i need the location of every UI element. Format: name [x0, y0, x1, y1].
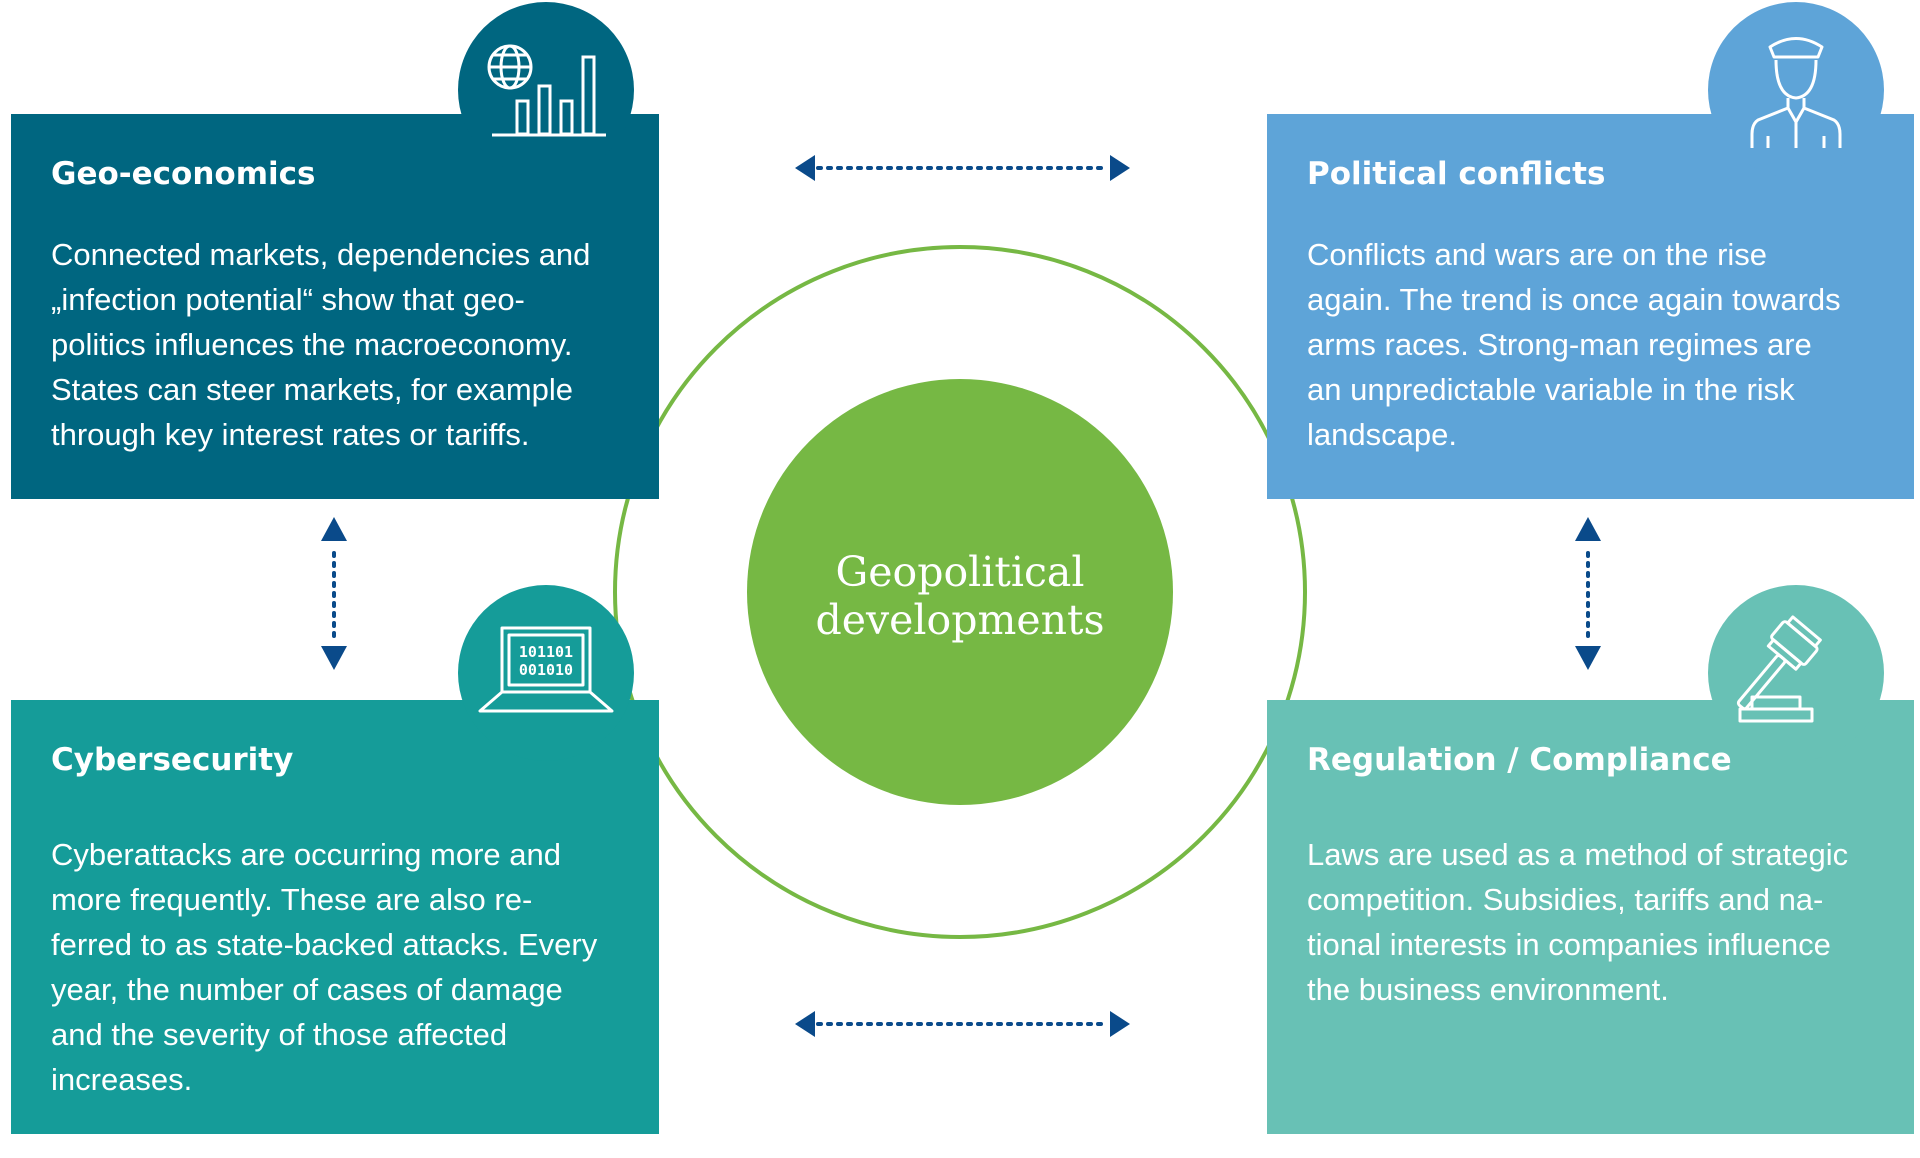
- outer-ring: [613, 245, 1307, 939]
- center-title-line1: Geopolitical: [835, 548, 1085, 596]
- military-officer-icon: [1708, 2, 1884, 178]
- card-line: Connected markets, dependencies and: [51, 237, 591, 272]
- card-line: the business environment.: [1307, 972, 1669, 1007]
- card-line: Laws are used as a method of strategic: [1307, 837, 1849, 872]
- arrow-left-vertical: [321, 517, 347, 670]
- card-line: Conflicts and wars are on the rise: [1307, 237, 1768, 272]
- card-political-conflicts: Political conflicts Conflicts and wars a…: [1267, 114, 1914, 499]
- card-body: Connected markets, dependencies and „inf…: [51, 232, 619, 457]
- card-title: Regulation / Compliance: [1307, 742, 1732, 778]
- arrow-right-vertical: [1575, 517, 1601, 670]
- card-title: Political conflicts: [1307, 156, 1606, 192]
- card-line: increases.: [51, 1062, 193, 1097]
- arrow-top-horizontal: [795, 155, 1130, 181]
- card-line: year, the number of cases of damage: [51, 972, 563, 1007]
- card-line: more frequently. These are also re-: [51, 882, 533, 917]
- center-title-line2: developments: [815, 596, 1105, 644]
- card-line: tional interests in companies influence: [1307, 927, 1831, 962]
- card-line: arms races. Strong-man regimes are: [1307, 327, 1812, 362]
- card-line: States can steer markets, for example: [51, 372, 574, 407]
- center-circle: [747, 379, 1173, 805]
- arrow-bottom-horizontal: [795, 1011, 1130, 1037]
- card-cybersecurity: Cybersecurity Cyberattacks are occurring…: [11, 700, 659, 1134]
- card-title: Cybersecurity: [51, 742, 294, 778]
- card-line: again. The trend is once again towards: [1307, 282, 1841, 317]
- card-line: competition. Subsidies, tariffs and na-: [1307, 882, 1824, 917]
- gavel-icon: [1708, 585, 1884, 761]
- icon-binary-line1: 101101: [519, 643, 573, 661]
- card-line: ferred to as state-backed attacks. Every: [51, 927, 598, 962]
- center-title: Geopolitical developments: [748, 526, 1172, 666]
- card-body: Conflicts and wars are on the rise again…: [1307, 232, 1874, 457]
- icon-binary-line2: 001010: [519, 661, 573, 679]
- globe-bar-chart-icon: [458, 2, 634, 178]
- card-geo-economics: Geo-economics Connected markets, depende…: [11, 114, 659, 499]
- card-line: „infection potential“ show that geo-: [51, 282, 525, 317]
- card-line: an unpredictable variable in the risk: [1307, 372, 1795, 407]
- card-line: landscape.: [1307, 417, 1457, 452]
- card-body: Laws are used as a method of strategic c…: [1307, 832, 1874, 1012]
- card-line: Cyberattacks are occurring more and: [51, 837, 562, 872]
- card-title: Geo-economics: [51, 156, 316, 192]
- card-line: through key interest rates or tariffs.: [51, 417, 530, 452]
- card-regulation-compliance: Regulation / Compliance Laws are used as…: [1267, 700, 1914, 1134]
- card-line: and the severity of those affected: [51, 1017, 508, 1052]
- card-body: Cyberattacks are occurring more and more…: [51, 832, 619, 1102]
- laptop-binary-icon: 101101 001010: [458, 585, 634, 761]
- card-line: politics influences the macroeconomy.: [51, 327, 573, 362]
